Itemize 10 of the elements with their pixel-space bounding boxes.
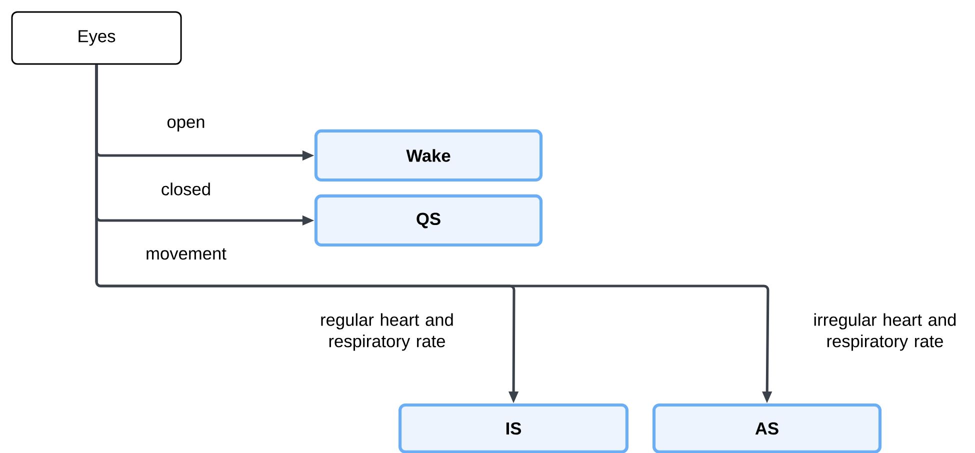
input-box: Eyes bbox=[11, 11, 182, 65]
edge-label: irregular heart and respiratory rate bbox=[814, 313, 956, 351]
edge-label: closed bbox=[162, 182, 210, 196]
edge-label: open bbox=[167, 118, 204, 132]
state-box: AS bbox=[652, 404, 882, 453]
state-box: IS bbox=[398, 404, 628, 453]
branch-label: movement bbox=[146, 248, 226, 260]
state-box: QS bbox=[314, 194, 543, 247]
state-box: Wake bbox=[314, 129, 543, 182]
edge-label: regular heart and respiratory rate bbox=[321, 313, 453, 351]
